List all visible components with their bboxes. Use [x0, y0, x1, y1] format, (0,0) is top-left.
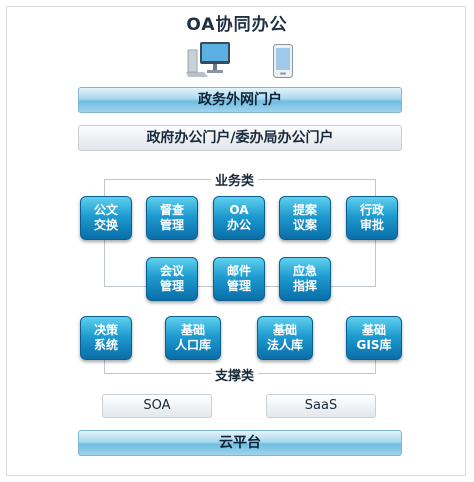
- saas-service: SaaS: [266, 394, 376, 418]
- gov-office-portal-band: 政府办公门户/委办局办公门户: [78, 125, 402, 151]
- diagram-frame: [6, 6, 466, 476]
- desktop-computer-icon: [186, 42, 230, 77]
- business-tile-emergency-command: 应急指挥: [279, 257, 331, 301]
- soa-service: SOA: [102, 394, 212, 418]
- support-tile-legal-entity-db: 基础法人库: [257, 316, 313, 360]
- smartphone-icon: [273, 44, 293, 78]
- business-tile-meeting-management: 会议管理: [146, 257, 198, 301]
- gov-extranet-portal-band: 政务外网门户: [78, 87, 402, 113]
- support-tile-population-db: 基础人口库: [165, 316, 221, 360]
- business-tile-proposals: 提案议案: [279, 196, 331, 240]
- business-tile-mail-management: 邮件管理: [213, 257, 265, 301]
- cloud-platform-band: 云平台: [78, 430, 402, 456]
- business-section-label: 业务类: [211, 170, 259, 189]
- business-tile-admin-approval: 行政审批: [346, 196, 398, 240]
- business-tile-supervision: 督查管理: [146, 196, 198, 240]
- support-section-label: 支撑类: [211, 365, 259, 384]
- business-tile-document-exchange: 公文交换: [80, 196, 132, 240]
- diagram-title: OA协同办公: [186, 15, 288, 35]
- support-tile-decision-system: 决策系统: [80, 316, 132, 360]
